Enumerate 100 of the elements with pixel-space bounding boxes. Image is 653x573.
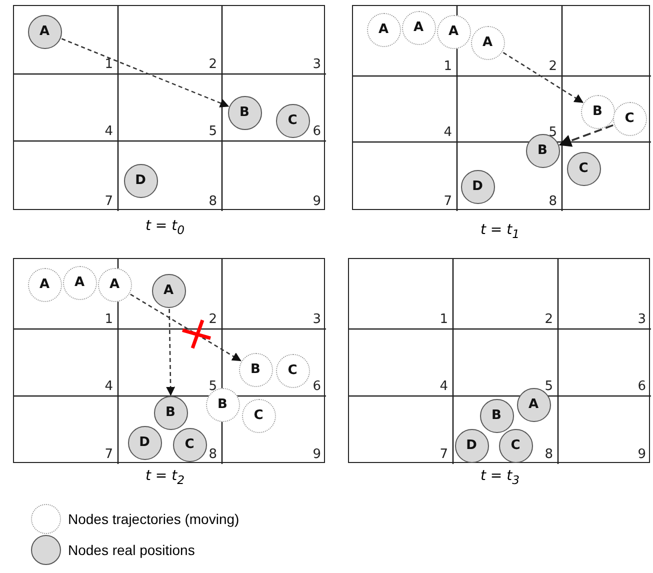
time-caption: t = t$_{2}$ [145, 468, 185, 487]
moving-trajectory-node [62, 266, 96, 300]
node-letter: C [254, 408, 264, 423]
node-letter: A [378, 22, 389, 37]
grid-panel [13, 5, 325, 210]
cell-number: 3 [638, 313, 646, 327]
moving-trajectory-node [436, 14, 470, 48]
cell-number: 2 [208, 58, 217, 72]
cell-number: 4 [444, 126, 452, 140]
grid-panel [348, 258, 650, 463]
node-letter: C [510, 438, 520, 453]
real-position-node [228, 96, 262, 130]
moving-trajectory-node [98, 268, 132, 302]
grid-panel [13, 258, 325, 463]
cell-number: 5 [208, 125, 217, 139]
real-position-node [566, 152, 600, 186]
cell-number: 7 [440, 448, 448, 462]
real-position-node [498, 428, 532, 462]
cell-number: 2 [544, 313, 553, 327]
moving-trajectory-node [470, 26, 504, 60]
node-letter: C [288, 113, 298, 128]
movement-arrow [558, 124, 614, 147]
node-letter: A [413, 20, 424, 35]
node-letter: B [250, 362, 260, 377]
real-position-node [454, 428, 488, 462]
cell-number: 5 [548, 126, 557, 140]
node-letter: B [538, 143, 548, 158]
cell-number: 3 [312, 58, 321, 72]
real-position-node [28, 14, 62, 48]
time-caption: t = t$_{1}$ [480, 222, 520, 241]
node-letter: B [218, 397, 228, 412]
time-caption: t = t$_{0}$ [145, 218, 185, 237]
cell-number: 1 [444, 60, 452, 74]
node-letter: A [528, 397, 539, 412]
node-letter: B [240, 105, 250, 120]
cell-number: 4 [104, 380, 113, 394]
cell-number: 7 [104, 448, 113, 462]
moving-trajectory-node [366, 12, 400, 46]
moving-trajectory-node [580, 94, 614, 128]
node-letter: C [578, 161, 588, 176]
cell-number: 2 [548, 60, 557, 74]
moving-trajectory-node [612, 102, 646, 136]
cell-number: 6 [638, 380, 646, 394]
cell-number: 5 [544, 380, 553, 394]
node-letter: B [592, 104, 602, 119]
legend-label: Nodes trajectories (moving) [68, 511, 240, 527]
cell-number: 7 [104, 195, 113, 209]
node-letter: A [39, 24, 50, 39]
node-letter: B [166, 405, 176, 420]
cell-number: 6 [312, 380, 321, 394]
cell-number: 9 [312, 195, 321, 209]
cell-number: 8 [544, 448, 553, 462]
cell-number: 8 [208, 195, 217, 209]
movement-arrow [130, 294, 242, 362]
legend-label: Nodes real positions [68, 542, 195, 558]
moving-trajectory-node [276, 354, 310, 388]
real-position-node [152, 274, 186, 308]
cell-number: 9 [638, 448, 646, 462]
cell-number: 6 [312, 125, 321, 139]
node-letter: B [492, 408, 502, 423]
movement-arrow [166, 308, 176, 396]
cell-number: 3 [312, 313, 321, 327]
cell-number: 2 [208, 313, 217, 327]
movement-arrow [61, 38, 230, 108]
cell-number: 1 [104, 58, 113, 72]
cell-number: 9 [312, 448, 321, 462]
time-caption: t = t$_{3}$ [480, 468, 520, 487]
node-letter: C [288, 363, 298, 378]
node-letter: D [139, 435, 150, 450]
cell-number: 4 [440, 380, 448, 394]
cell-number: 1 [440, 313, 448, 327]
moving-trajectory-node [402, 10, 436, 44]
grid-panel [352, 5, 650, 210]
real-position-node [154, 396, 188, 430]
moving-trajectory-node [242, 398, 276, 432]
cell-number: 8 [208, 448, 217, 462]
cell-number: 7 [444, 195, 452, 209]
node-letter: C [184, 437, 194, 452]
node-letter: D [135, 173, 146, 188]
real-position-node [128, 426, 162, 460]
moving-trajectory-node [238, 352, 272, 386]
real-position-node [480, 398, 514, 432]
node-letter: D [472, 179, 483, 194]
node-letter: D [466, 438, 477, 453]
node-letter: A [482, 35, 493, 50]
node-letter: C [624, 111, 634, 126]
node-letter: A [163, 283, 174, 298]
real-position-node [276, 104, 310, 138]
cell-number: 8 [548, 195, 557, 209]
node-letter: A [39, 277, 50, 292]
node-letter: A [109, 277, 120, 292]
real-position-node [172, 428, 206, 462]
cell-number: 1 [104, 313, 113, 327]
cell-number: 5 [208, 380, 217, 394]
real-position-node [460, 170, 494, 204]
node-letter: A [448, 24, 459, 39]
cell-number: 4 [104, 125, 113, 139]
node-letter: A [74, 275, 85, 290]
movement-arrow [502, 52, 584, 103]
real-position-node [124, 164, 158, 198]
